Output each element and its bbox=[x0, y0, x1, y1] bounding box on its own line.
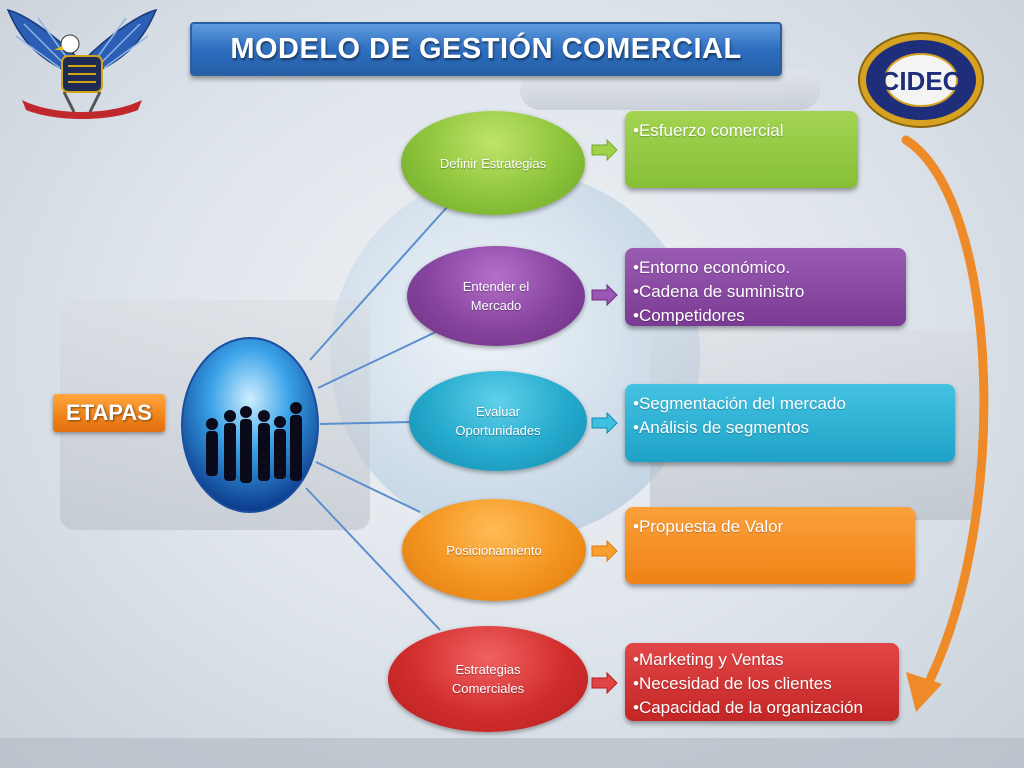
detail-item: •Análisis de segmentos bbox=[633, 418, 810, 437]
stage-label: Evaluar Oportunidades bbox=[455, 404, 541, 438]
stage-arrow-4 bbox=[591, 539, 618, 563]
detail-box-estrategias-comerciales: •Marketing y Ventas •Necesidad de los cl… bbox=[625, 643, 899, 721]
stage-arrow-5 bbox=[591, 671, 618, 695]
stage-label: Posicionamiento bbox=[446, 542, 542, 558]
stage-posicionamiento: Posicionamiento bbox=[402, 499, 586, 601]
stage-evaluar-oportunidades: Evaluar Oportunidades bbox=[409, 371, 587, 471]
background-footer-strip bbox=[0, 738, 1024, 768]
detail-item: •Segmentación del mercado bbox=[633, 394, 846, 413]
stage-estrategias-comerciales: Estrategias Comerciales bbox=[388, 626, 588, 732]
stage-entender-mercado: Entender el Mercado bbox=[407, 246, 585, 346]
etapas-label: ETAPAS bbox=[53, 394, 165, 432]
eagle-emblem-icon bbox=[6, 8, 158, 119]
detail-box-entender-mercado: •Entorno económico. •Cadena de suministr… bbox=[625, 248, 906, 326]
cycle-curved-arrow bbox=[901, 135, 989, 695]
title-banner: MODELO DE GESTIÓN COMERCIAL bbox=[190, 22, 782, 76]
detail-item: •Capacidad de la organización bbox=[633, 698, 863, 717]
detail-item: •Esfuerzo comercial bbox=[633, 121, 784, 140]
page-title: MODELO DE GESTIÓN COMERCIAL bbox=[230, 32, 742, 65]
detail-box-evaluar-oportunidades: •Segmentación del mercado •Análisis de s… bbox=[625, 384, 955, 462]
detail-item: •Entorno económico. bbox=[633, 258, 791, 277]
detail-item: •Necesidad de los clientes bbox=[633, 674, 832, 693]
cidec-seal-icon: CIDEC bbox=[858, 32, 984, 128]
stage-label: Entender el Mercado bbox=[462, 279, 530, 313]
detail-item: •Competidores bbox=[633, 306, 745, 325]
background-globe bbox=[330, 170, 700, 540]
stage-arrow-2 bbox=[591, 283, 618, 307]
detail-item: •Cadena de suministro bbox=[633, 282, 805, 301]
detail-box-definir-estrategias: •Esfuerzo comercial bbox=[625, 111, 858, 188]
cidec-seal-text: CIDEC bbox=[881, 66, 962, 96]
detail-item: •Marketing y Ventas bbox=[633, 650, 784, 669]
cycle-arrow-head bbox=[906, 672, 942, 712]
stage-arrow-3 bbox=[591, 411, 618, 435]
etapas-text: ETAPAS bbox=[66, 400, 152, 425]
stage-arrow-1 bbox=[591, 138, 618, 162]
hub-connector-lines bbox=[305, 205, 449, 631]
stage-label: Estrategias Comerciales bbox=[451, 662, 525, 696]
business-people-globe-icon bbox=[181, 337, 319, 513]
stage-label: Definir Estrategias bbox=[439, 155, 547, 171]
background-airplane bbox=[520, 70, 820, 110]
detail-box-posicionamiento: •Propuesta de Valor bbox=[625, 507, 915, 584]
stage-definir-estrategias: Definir Estrategias bbox=[401, 111, 585, 215]
detail-item: •Propuesta de Valor bbox=[633, 517, 784, 536]
